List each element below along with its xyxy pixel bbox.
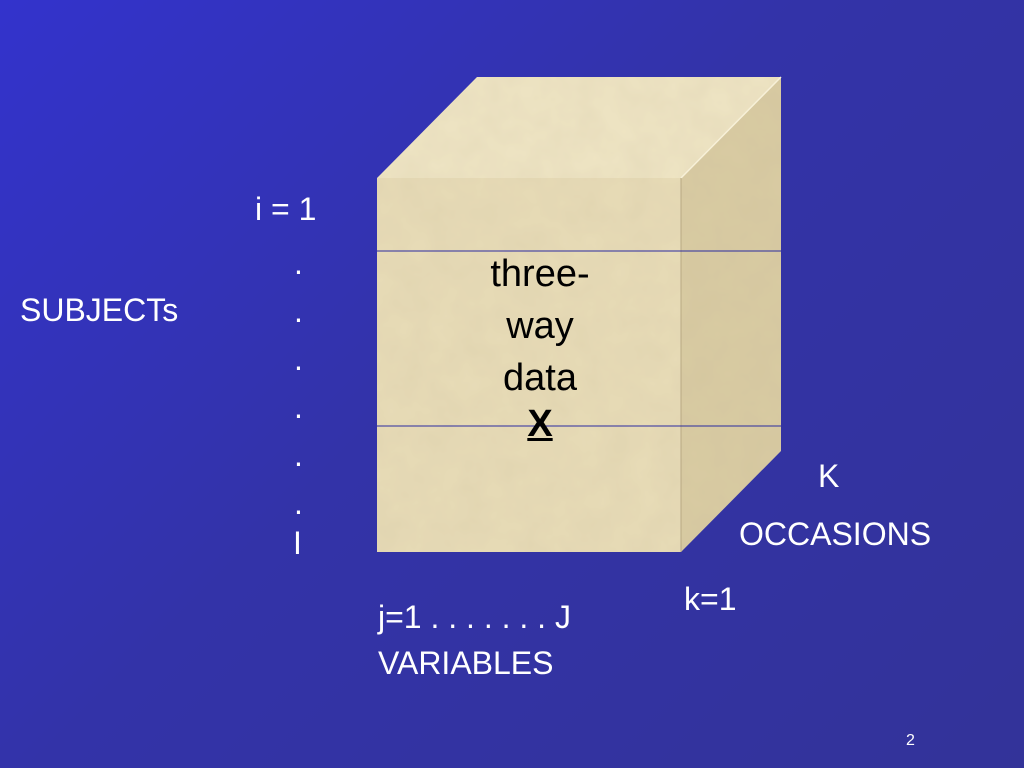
cube-side-face — [681, 77, 781, 552]
subjects-dot-1: . — [294, 245, 303, 281]
cube-label-line-3: data — [503, 357, 577, 399]
subjects-end: I — [293, 525, 302, 561]
data-symbol-x: X — [527, 403, 553, 445]
page-number: 2 — [906, 732, 915, 749]
occasions-label: OCCASIONS — [739, 516, 932, 552]
cube-label-line-1: three- — [490, 253, 590, 295]
occasions-start: k=1 — [684, 581, 737, 617]
occasions-end: K — [818, 458, 840, 494]
variables-range: j=1 . . . . . . . J — [378, 599, 571, 635]
cube-label: three- way data X — [460, 248, 620, 444]
subjects-dot-6: . — [294, 485, 303, 521]
subjects-start: i = 1 — [255, 191, 317, 227]
subjects-label: SUBJECTs — [20, 292, 179, 328]
cube-front-face — [377, 178, 681, 552]
subjects-dot-5: . — [294, 437, 303, 473]
variables-label: VARIABLES — [378, 645, 554, 681]
subjects-dot-4: . — [294, 389, 303, 425]
cube-label-line-2: way — [506, 305, 574, 347]
subjects-dot-3: . — [294, 341, 303, 377]
cube-top-face — [377, 77, 781, 178]
subjects-dot-2: . — [294, 293, 303, 329]
